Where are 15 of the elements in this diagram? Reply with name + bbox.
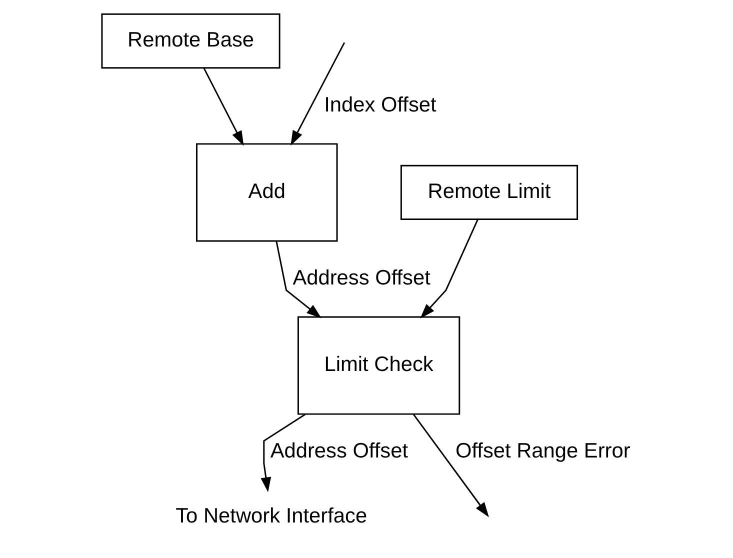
node-box: Remote Base [101, 13, 280, 69]
node-text: To Network Interface [176, 504, 368, 528]
edge-label: Address Offset [270, 440, 408, 463]
edge-label: Offset Range Error [455, 440, 630, 463]
edge-label: Index Offset [324, 93, 436, 116]
node-box: Limit Check [297, 316, 460, 415]
arrow [412, 414, 489, 518]
node-box: Add [196, 143, 338, 242]
arrow [203, 68, 244, 146]
arrow [276, 241, 322, 318]
edge-label: Address Offset [292, 266, 430, 290]
arrow [420, 219, 478, 319]
arrow [260, 414, 306, 492]
arrow [290, 42, 346, 146]
node-box: Remote Limit [400, 164, 578, 220]
